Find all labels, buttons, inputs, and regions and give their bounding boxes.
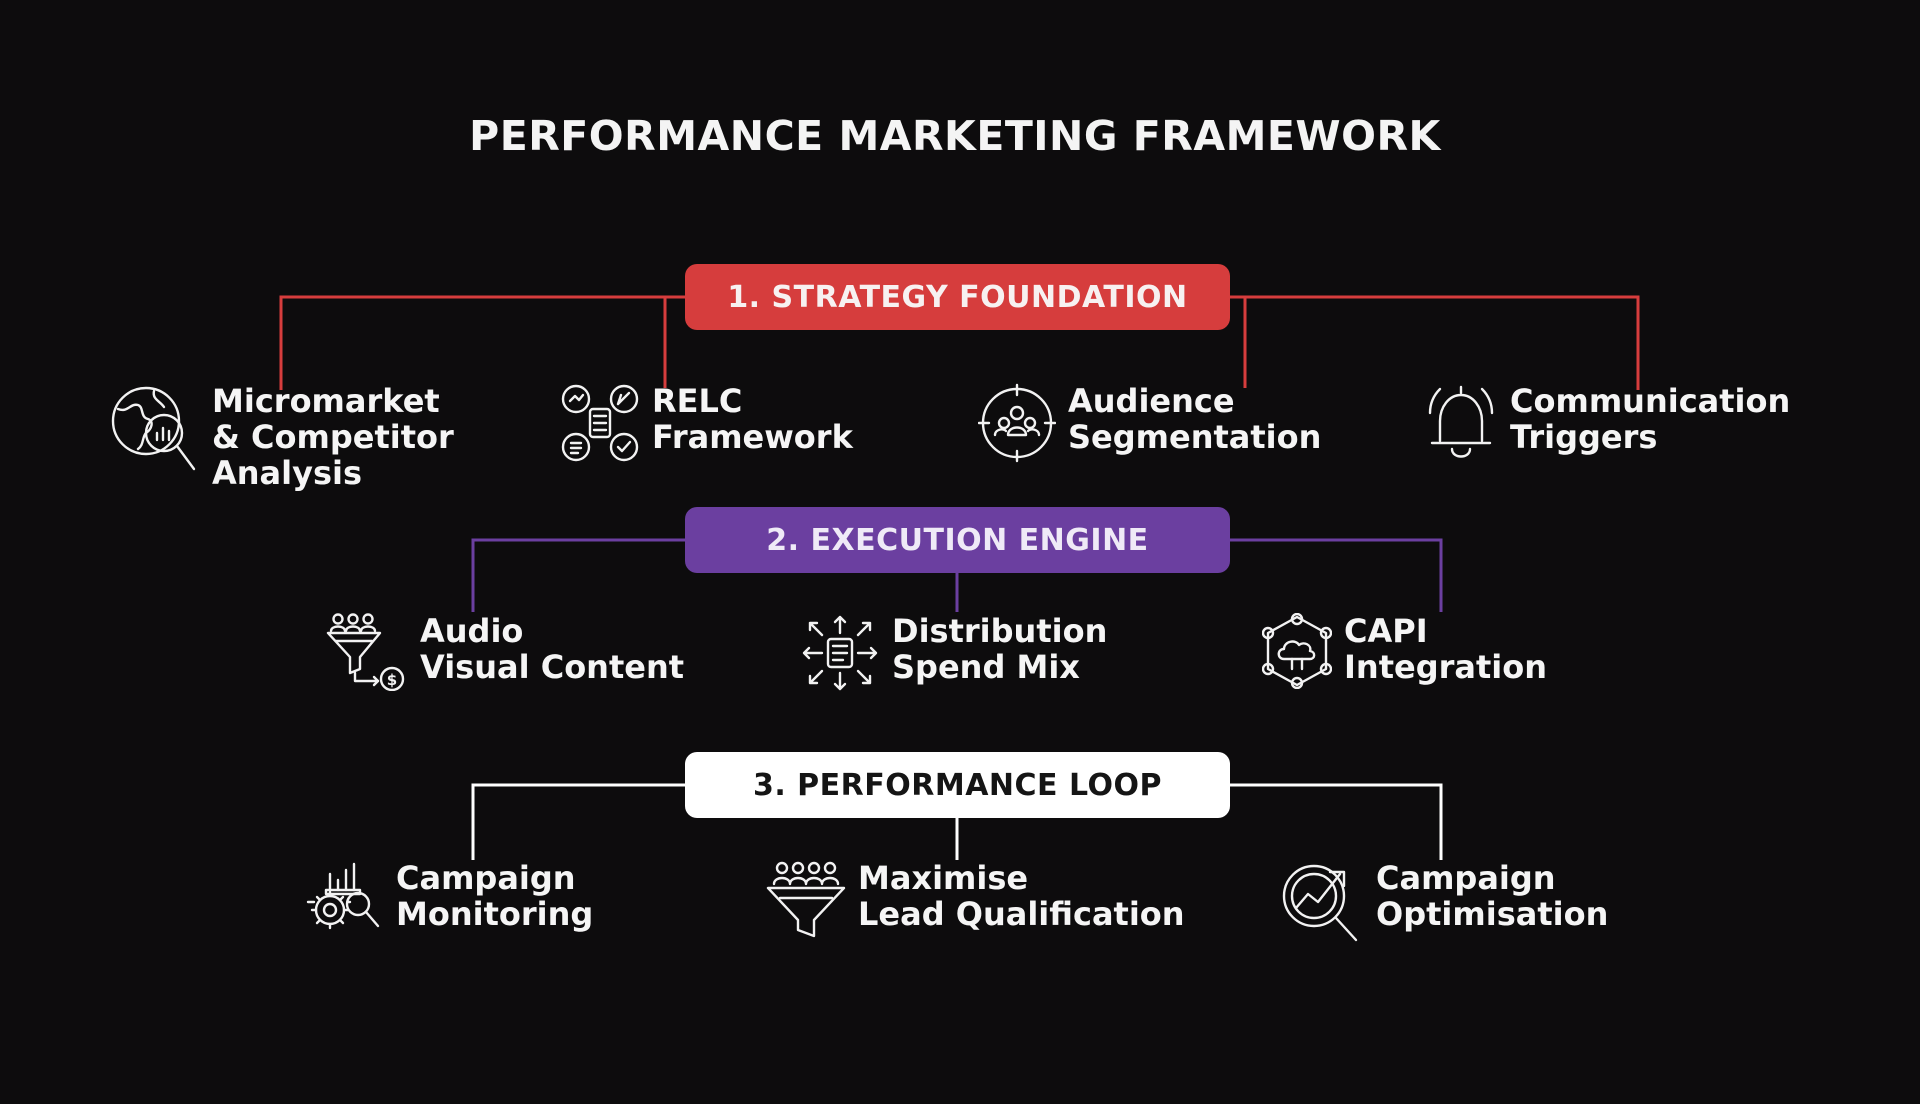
bell-icon: [1424, 383, 1498, 463]
audience-target-icon: [978, 383, 1056, 463]
svg-text:$: $: [387, 671, 397, 689]
item-campaign-monitoring: Campaign Monitoring: [306, 860, 593, 940]
item-capi-integration: CAPI Integration: [1262, 613, 1547, 689]
item-maximise-lead-qualification: Maximise Lead Qualification: [766, 860, 1185, 940]
funnel-dollar-icon: $: [326, 613, 408, 691]
item-campaign-optimisation: Campaign Optimisation: [1280, 860, 1608, 946]
item-relc-framework: RELC Framework: [560, 383, 853, 463]
framework-grid-icon: [560, 383, 640, 463]
distribution-arrows-icon: [800, 613, 880, 693]
strategy-connectors: [279, 295, 1640, 390]
item-label: Communication Triggers: [1510, 382, 1791, 456]
phase-performance-loop: 3. PERFORMANCE LOOP: [685, 752, 1230, 818]
item-label: Campaign Optimisation: [1376, 859, 1609, 933]
chart-gear-icon: [306, 860, 384, 940]
globe-magnifier-icon: [108, 383, 200, 479]
item-label: Audio Visual Content: [420, 612, 685, 686]
item-label: Audience Segmentation: [1068, 382, 1322, 456]
item-audience-segmentation: Audience Segmentation: [978, 383, 1321, 463]
item-label: CAPI Integration: [1344, 612, 1547, 686]
optimise-magnifier-icon: [1280, 860, 1364, 946]
item-label: Distribution Spend Mix: [892, 612, 1108, 686]
people-funnel-icon: [766, 860, 846, 940]
item-label: Campaign Monitoring: [396, 859, 594, 933]
item-audio-visual-content: $ Audio Visual Content: [326, 613, 684, 691]
diagram-title: PERFORMANCE MARKETING FRAMEWORK: [469, 112, 1441, 160]
item-micromarket-analysis: Micromarket & Competitor Analysis: [108, 383, 454, 491]
phase-strategy-foundation: 1. STRATEGY FOUNDATION: [685, 264, 1230, 330]
item-label: Micromarket & Competitor Analysis: [212, 382, 454, 492]
cloud-network-icon: [1262, 613, 1332, 689]
item-communication-triggers: Communication Triggers: [1424, 383, 1790, 463]
performance-connectors: [471, 783, 1443, 860]
phase-execution-engine: 2. EXECUTION ENGINE: [685, 507, 1230, 573]
item-distribution-spend-mix: Distribution Spend Mix: [800, 613, 1107, 693]
item-label: RELC Framework: [652, 382, 853, 456]
item-label: Maximise Lead Qualification: [858, 859, 1185, 933]
execution-connectors: [471, 538, 1443, 612]
